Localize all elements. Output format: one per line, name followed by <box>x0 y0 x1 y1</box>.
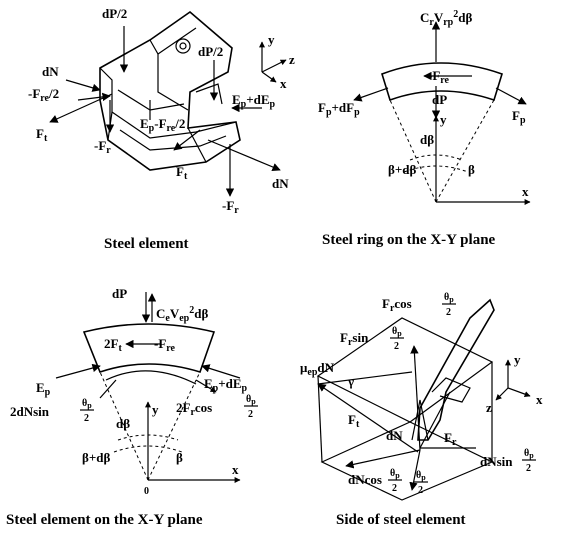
label-dbeta: dβ <box>420 132 434 147</box>
label-x: x <box>522 184 529 199</box>
force-arrows-p1 <box>49 26 281 197</box>
label-2dnsin-theta: θp <box>82 398 92 410</box>
label-angle-two: 2 <box>418 485 423 496</box>
caption-steel-element-xy: Steel element on the X-Y plane <box>6 512 203 528</box>
panel-steel-element-xy: dP CeVep2dβ 2Ft -Fre Ep Ep+dEp 2dNsin θp… <box>6 286 258 528</box>
label-dncos: dNcos <box>348 472 382 487</box>
force-arrows-p4 <box>317 345 476 491</box>
label-2ft: 2Ft <box>104 336 122 354</box>
axis-label-x: x <box>280 76 287 91</box>
label-frsin: Frsin <box>340 330 369 348</box>
side-element-body <box>411 298 495 441</box>
element-segment <box>82 323 216 373</box>
label-mu-dn: μepdN <box>300 360 335 378</box>
label-fp-dfp: Fp+dFp <box>318 100 360 118</box>
label-y: y <box>152 402 159 417</box>
label-beta: β <box>468 162 475 177</box>
label-fp: Fp <box>512 108 526 126</box>
label-beta-dbeta: β+dβ <box>82 450 110 465</box>
label-y: y <box>440 112 447 127</box>
element-construction-lines <box>99 370 201 481</box>
axes-p3 <box>145 401 241 483</box>
label-fre: -Fre <box>428 68 450 86</box>
label-x: x <box>232 462 239 477</box>
label-gamma: γ <box>347 374 354 389</box>
label-dnsin-theta: θp <box>524 448 534 460</box>
axes-p2 <box>433 115 531 205</box>
label-dbeta: dβ <box>116 416 130 431</box>
label-ep-minus: Ep-Fre/2 <box>140 116 185 134</box>
label-dnsin: dNsin <box>480 454 513 469</box>
axes-p1: y z x <box>259 32 295 91</box>
label-frcos: Frcos <box>382 296 412 314</box>
axis-label-z: z <box>289 52 295 67</box>
panel-side-of-element: y x z Frcos θp 2 Frsin θp 2 μepdN γ Ft d… <box>300 292 543 528</box>
label-dp2-right: dP/2 <box>198 44 223 59</box>
steel-element-body <box>99 10 241 171</box>
axes-p4: y x z <box>486 352 543 415</box>
label-ep-plus: Ep+dEp <box>232 92 276 110</box>
label-frcos-theta: θp <box>444 292 454 304</box>
label-2dnsin-two: 2 <box>84 413 89 424</box>
label-beta: β <box>176 450 183 465</box>
force-arrows-p3 <box>55 292 241 399</box>
label-centrifugal-top: CeVep2dβ <box>156 305 208 324</box>
caption-side-of-element: Side of steel element <box>336 512 466 528</box>
label-dn-right: dN <box>272 176 289 191</box>
ring-segment <box>381 62 503 102</box>
label-frcos-two: 2 <box>446 307 451 318</box>
label-angle-theta: θp <box>416 470 426 482</box>
label-fr-bottom: -Fr <box>222 198 239 216</box>
label-dp2-left: dP/2 <box>102 6 127 21</box>
label-ft: Ft <box>348 412 360 430</box>
side-plane <box>316 317 494 501</box>
label-fr-left: -Fr <box>94 138 111 156</box>
label-frsin-theta: θp <box>392 326 402 338</box>
label-dp: dP <box>112 286 127 301</box>
label-2dnsin: 2dNsin <box>10 404 50 419</box>
label-dn-left: dN <box>42 64 59 79</box>
axis-label-z: z <box>486 400 492 415</box>
label-dp: dP <box>432 92 447 107</box>
label-fre: -Fre <box>154 336 176 354</box>
label-dn: dN <box>386 428 403 443</box>
label-dnsin-two: 2 <box>526 463 531 474</box>
label-2frcos: 2Frcos <box>176 400 212 418</box>
label-ft-right: Ft <box>176 164 188 182</box>
caption-steel-ring: Steel ring on the X-Y plane <box>322 232 496 248</box>
force-arrows-p2 <box>353 21 527 119</box>
label-fr: Fr <box>444 430 457 448</box>
label-ep-plus: Ep+dEp <box>204 376 248 394</box>
axis-label-y: y <box>514 352 521 367</box>
label-dncos-two: 2 <box>392 483 397 494</box>
panel-steel-element: y z x dP/2 dP/2 dN -Fre/2 Ft -Fr Ep-Fre/… <box>28 6 295 252</box>
label-origin: 0 <box>144 486 149 497</box>
label-beta-dbeta: β+dβ <box>388 162 416 177</box>
label-fre2: -Fre/2 <box>28 86 59 104</box>
label-2frcos-theta: θp <box>246 394 256 406</box>
label-dncos-theta: θp <box>390 468 400 480</box>
label-centrifugal-top: CrVrp2dβ <box>420 9 472 28</box>
axis-label-x: x <box>536 392 543 407</box>
label-2frcos-two: 2 <box>248 409 253 420</box>
axis-label-y: y <box>268 32 275 47</box>
panel-steel-ring: CrVrp2dβ -Fre Fp+dFp Fp dP y dβ β+dβ β x… <box>318 9 531 248</box>
label-frsin-two: 2 <box>394 341 399 352</box>
label-ft-left: Ft <box>36 126 48 144</box>
caption-steel-element: Steel element <box>104 236 189 252</box>
label-ep: Ep <box>36 380 51 398</box>
